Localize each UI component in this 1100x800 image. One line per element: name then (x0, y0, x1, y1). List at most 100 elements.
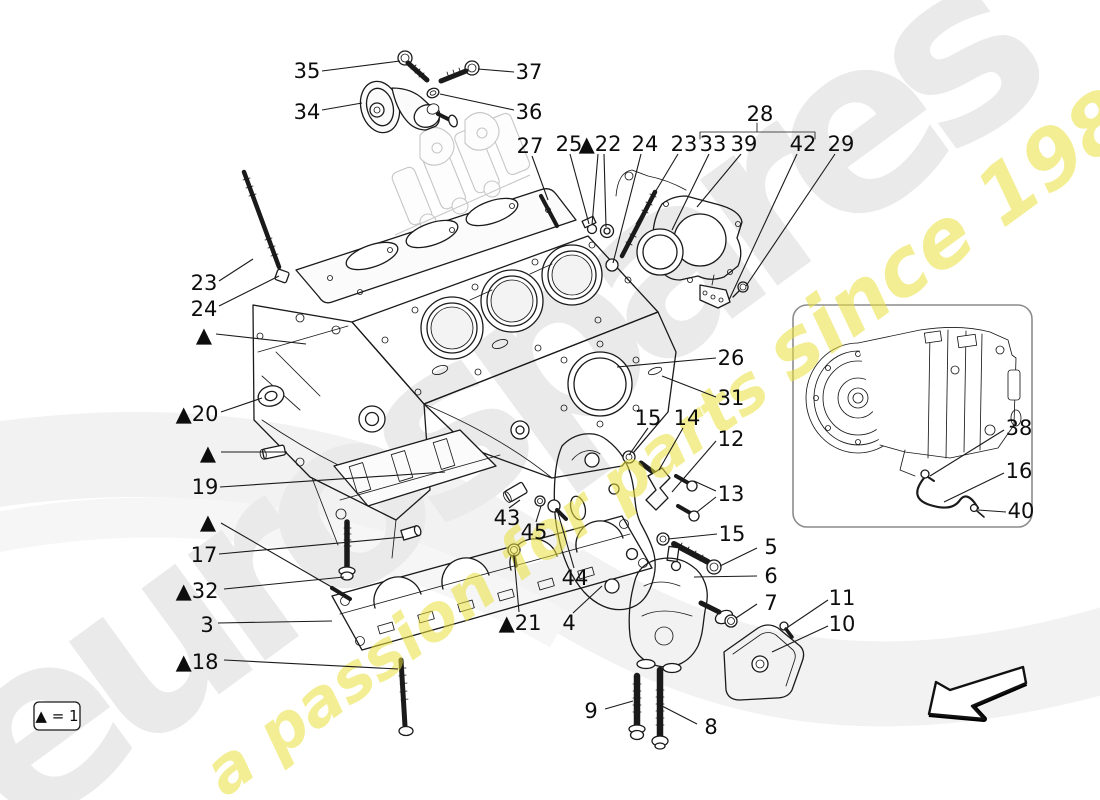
leader-line (535, 505, 542, 523)
leader-line (217, 620, 333, 624)
part-callout-13-30[interactable]: 13 (718, 482, 745, 506)
leader-line (612, 153, 642, 264)
part-callout-24-15[interactable]: 24 (191, 297, 218, 321)
part-callout-15-27[interactable]: 15 (635, 406, 662, 430)
part-callout-5-32[interactable]: 5 (764, 535, 777, 559)
block-deck-art (351, 235, 659, 405)
part-callout-tri-16[interactable]: ▲ (196, 323, 213, 347)
part-callout-26-25[interactable]: 26 (718, 346, 745, 370)
leader-line (696, 496, 717, 513)
leader-line (557, 512, 575, 569)
bearing-girder-art (333, 429, 501, 541)
leader-line (696, 153, 742, 208)
leader-line (321, 102, 363, 111)
part-callout-tri18-24[interactable]: ▲18 (176, 650, 219, 674)
part-callout-37-1[interactable]: 37 (516, 60, 543, 84)
part-callout-tri32-22[interactable]: ▲32 (176, 579, 219, 603)
part-callout-33-9[interactable]: 33 (700, 132, 727, 156)
leader-line (771, 625, 829, 653)
leader-line (508, 499, 521, 509)
leader-line (667, 533, 718, 540)
part-callout-24-7[interactable]: 24 (632, 132, 659, 156)
part-callout-tri-20[interactable]: ▲ (200, 510, 217, 534)
leader-line (735, 603, 758, 619)
leader-line (218, 275, 280, 307)
leader-line (569, 153, 590, 225)
leader-line (693, 480, 717, 492)
breather-hose-art (916, 469, 985, 518)
leader-line (787, 599, 829, 628)
legend: ▲ = 1 (33, 701, 81, 731)
heat-shield-art (723, 621, 805, 701)
leader-line (513, 555, 520, 613)
part-callout-tri20-17[interactable]: ▲20 (176, 402, 219, 426)
leader-line (477, 68, 515, 73)
part-callout-17-21[interactable]: 17 (191, 543, 218, 567)
leader-line (220, 522, 343, 594)
leader-line (977, 509, 1007, 513)
bolt-35-art (397, 50, 430, 83)
part-callout-15-31[interactable]: 15 (719, 522, 746, 546)
leader-line (658, 427, 684, 471)
part-callout-36-3[interactable]: 36 (516, 100, 543, 124)
leader-line (661, 375, 717, 398)
part-callout-tri22-6[interactable]: ▲22 (579, 132, 622, 156)
transmission-inset (792, 304, 1033, 528)
part-callout-19-19[interactable]: 19 (192, 475, 219, 499)
part-callout-14-28[interactable]: 14 (674, 406, 701, 430)
leader-line (215, 333, 307, 345)
leader-line (943, 472, 1005, 503)
part-callout-35-0[interactable]: 35 (294, 59, 321, 83)
leader-line (616, 357, 717, 368)
leader-line (572, 585, 603, 614)
part-callout-6-33[interactable]: 6 (764, 564, 777, 588)
part-callout-42-11[interactable]: 42 (790, 132, 817, 156)
part-callout-7-34[interactable]: 7 (764, 591, 777, 615)
leader-line (661, 705, 698, 725)
part-callout-3-23[interactable]: 3 (200, 613, 213, 637)
leader-line (671, 153, 710, 231)
leader-line (321, 60, 401, 72)
part-callout-43-37[interactable]: 43 (494, 506, 521, 530)
leader-line (604, 700, 634, 710)
leader-line (439, 93, 515, 111)
part-callout-40-46[interactable]: 40 (1008, 499, 1035, 523)
part-callout-28-13[interactable]: 28 (747, 102, 774, 126)
leader-line (728, 153, 798, 301)
part-callout-29-12[interactable]: 29 (828, 132, 855, 156)
part-callout-8-43[interactable]: 8 (704, 715, 717, 739)
leader-line (218, 536, 405, 555)
part-callout-39-10[interactable]: 39 (731, 132, 758, 156)
bolt-37-art (438, 60, 480, 84)
mount-bracket-art (553, 433, 738, 628)
part-callout-12-29[interactable]: 12 (718, 427, 745, 451)
part-callout-25-5[interactable]: 25 (556, 132, 583, 156)
part-callout-23-8[interactable]: 23 (671, 132, 698, 156)
part-callout-16-45[interactable]: 16 (1006, 459, 1033, 483)
part-callout-44-39[interactable]: 44 (562, 566, 589, 590)
leader-line (591, 153, 599, 226)
block-front-face-art (252, 304, 431, 559)
part-callout-10-36[interactable]: 10 (829, 612, 856, 636)
part-callout-tri21-41[interactable]: ▲21 (499, 611, 542, 635)
direction-arrow-icon (927, 665, 1028, 722)
part-callout-tri-18[interactable]: ▲ (200, 441, 217, 465)
part-callout-27-4[interactable]: 27 (517, 134, 544, 158)
leader-line (745, 153, 836, 287)
part-callout-45-38[interactable]: 45 (521, 520, 548, 544)
part-callout-38-44[interactable]: 38 (1006, 416, 1033, 440)
part-callout-23-14[interactable]: 23 (191, 271, 218, 295)
part-callout-31-26[interactable]: 31 (718, 386, 745, 410)
callout-bracket-28 (699, 122, 816, 140)
engine-mount-art (628, 545, 708, 674)
part-callout-34-2[interactable]: 34 (294, 100, 321, 124)
top-mount-art (359, 50, 480, 134)
leader-line (220, 397, 263, 413)
rear-cover-art (539, 169, 749, 309)
part-callout-4-40[interactable]: 4 (562, 611, 575, 635)
part-callout-9-42[interactable]: 9 (584, 699, 597, 723)
part-callout-11-35[interactable]: 11 (829, 586, 856, 610)
